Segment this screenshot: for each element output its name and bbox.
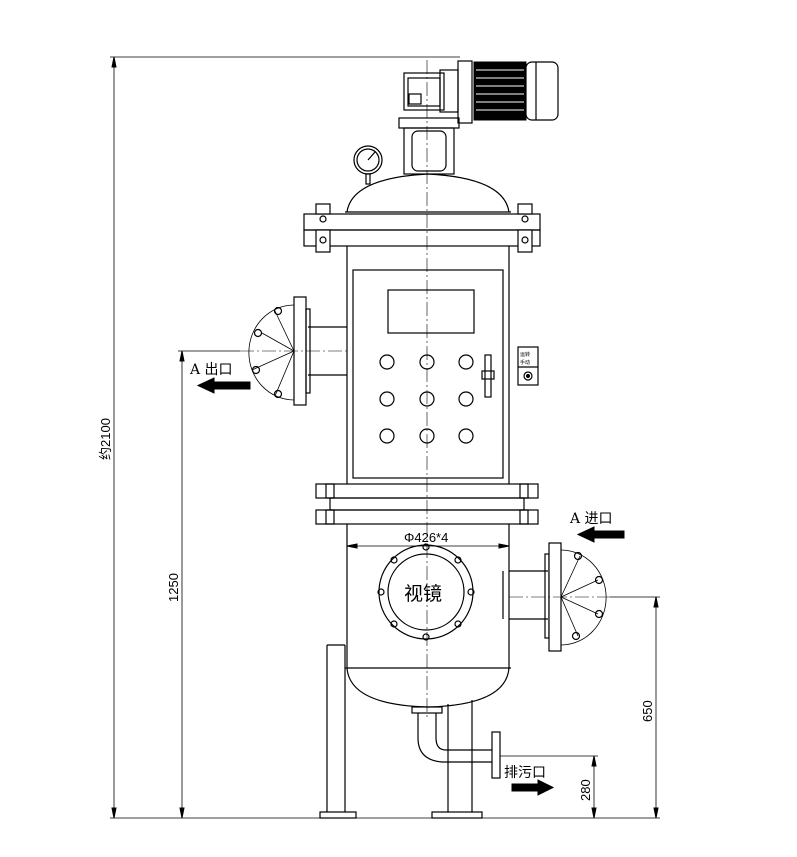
- side-switch-box: 运转 手动: [517, 346, 539, 386]
- arrow-icon: [196, 377, 251, 394]
- drain-label: 排污口: [504, 765, 546, 781]
- inlet-label: A 进口: [569, 511, 613, 527]
- switch-label-1: 运转: [520, 351, 530, 358]
- arrow-icon: [576, 526, 625, 543]
- lower-shell: [345, 524, 511, 708]
- outlet-label: A 出口: [189, 362, 233, 378]
- outlet-label-group: A 出口: [189, 362, 251, 394]
- support-legs: [319, 644, 483, 819]
- dimension-overall: 约2100: [98, 56, 660, 819]
- upper-shell: [346, 246, 510, 484]
- dim-inlet-text: 650: [640, 700, 655, 722]
- coupling-housing: [398, 117, 460, 175]
- control-panel: [352, 269, 504, 479]
- inlet-label-group: A 进口: [569, 511, 625, 543]
- dimension-drain: 280: [500, 755, 598, 819]
- dimension-outlet: 1250: [166, 350, 240, 819]
- switch-label-2: 手动: [520, 359, 530, 366]
- dim-outlet-text: 1250: [166, 573, 181, 602]
- arrow-icon: [511, 779, 555, 796]
- dim-drain-text: 280: [578, 779, 593, 801]
- sight-glass: 视镜: [377, 543, 475, 641]
- drain-pipe: [411, 706, 501, 779]
- drain-label-group: 排污口: [504, 765, 555, 796]
- top-head: [346, 173, 510, 213]
- dimension-inlet: 650: [610, 596, 660, 819]
- dim-overall-text: 约2100: [98, 418, 113, 460]
- dim-diameter-text: Φ426*4: [404, 530, 448, 545]
- upper-flange: [303, 203, 541, 253]
- sight-glass-label: 视镜: [404, 583, 442, 605]
- pressure-gauge-icon: [353, 145, 383, 185]
- motor-icon: [403, 60, 559, 124]
- dimension-diameter: Φ426*4: [346, 530, 510, 549]
